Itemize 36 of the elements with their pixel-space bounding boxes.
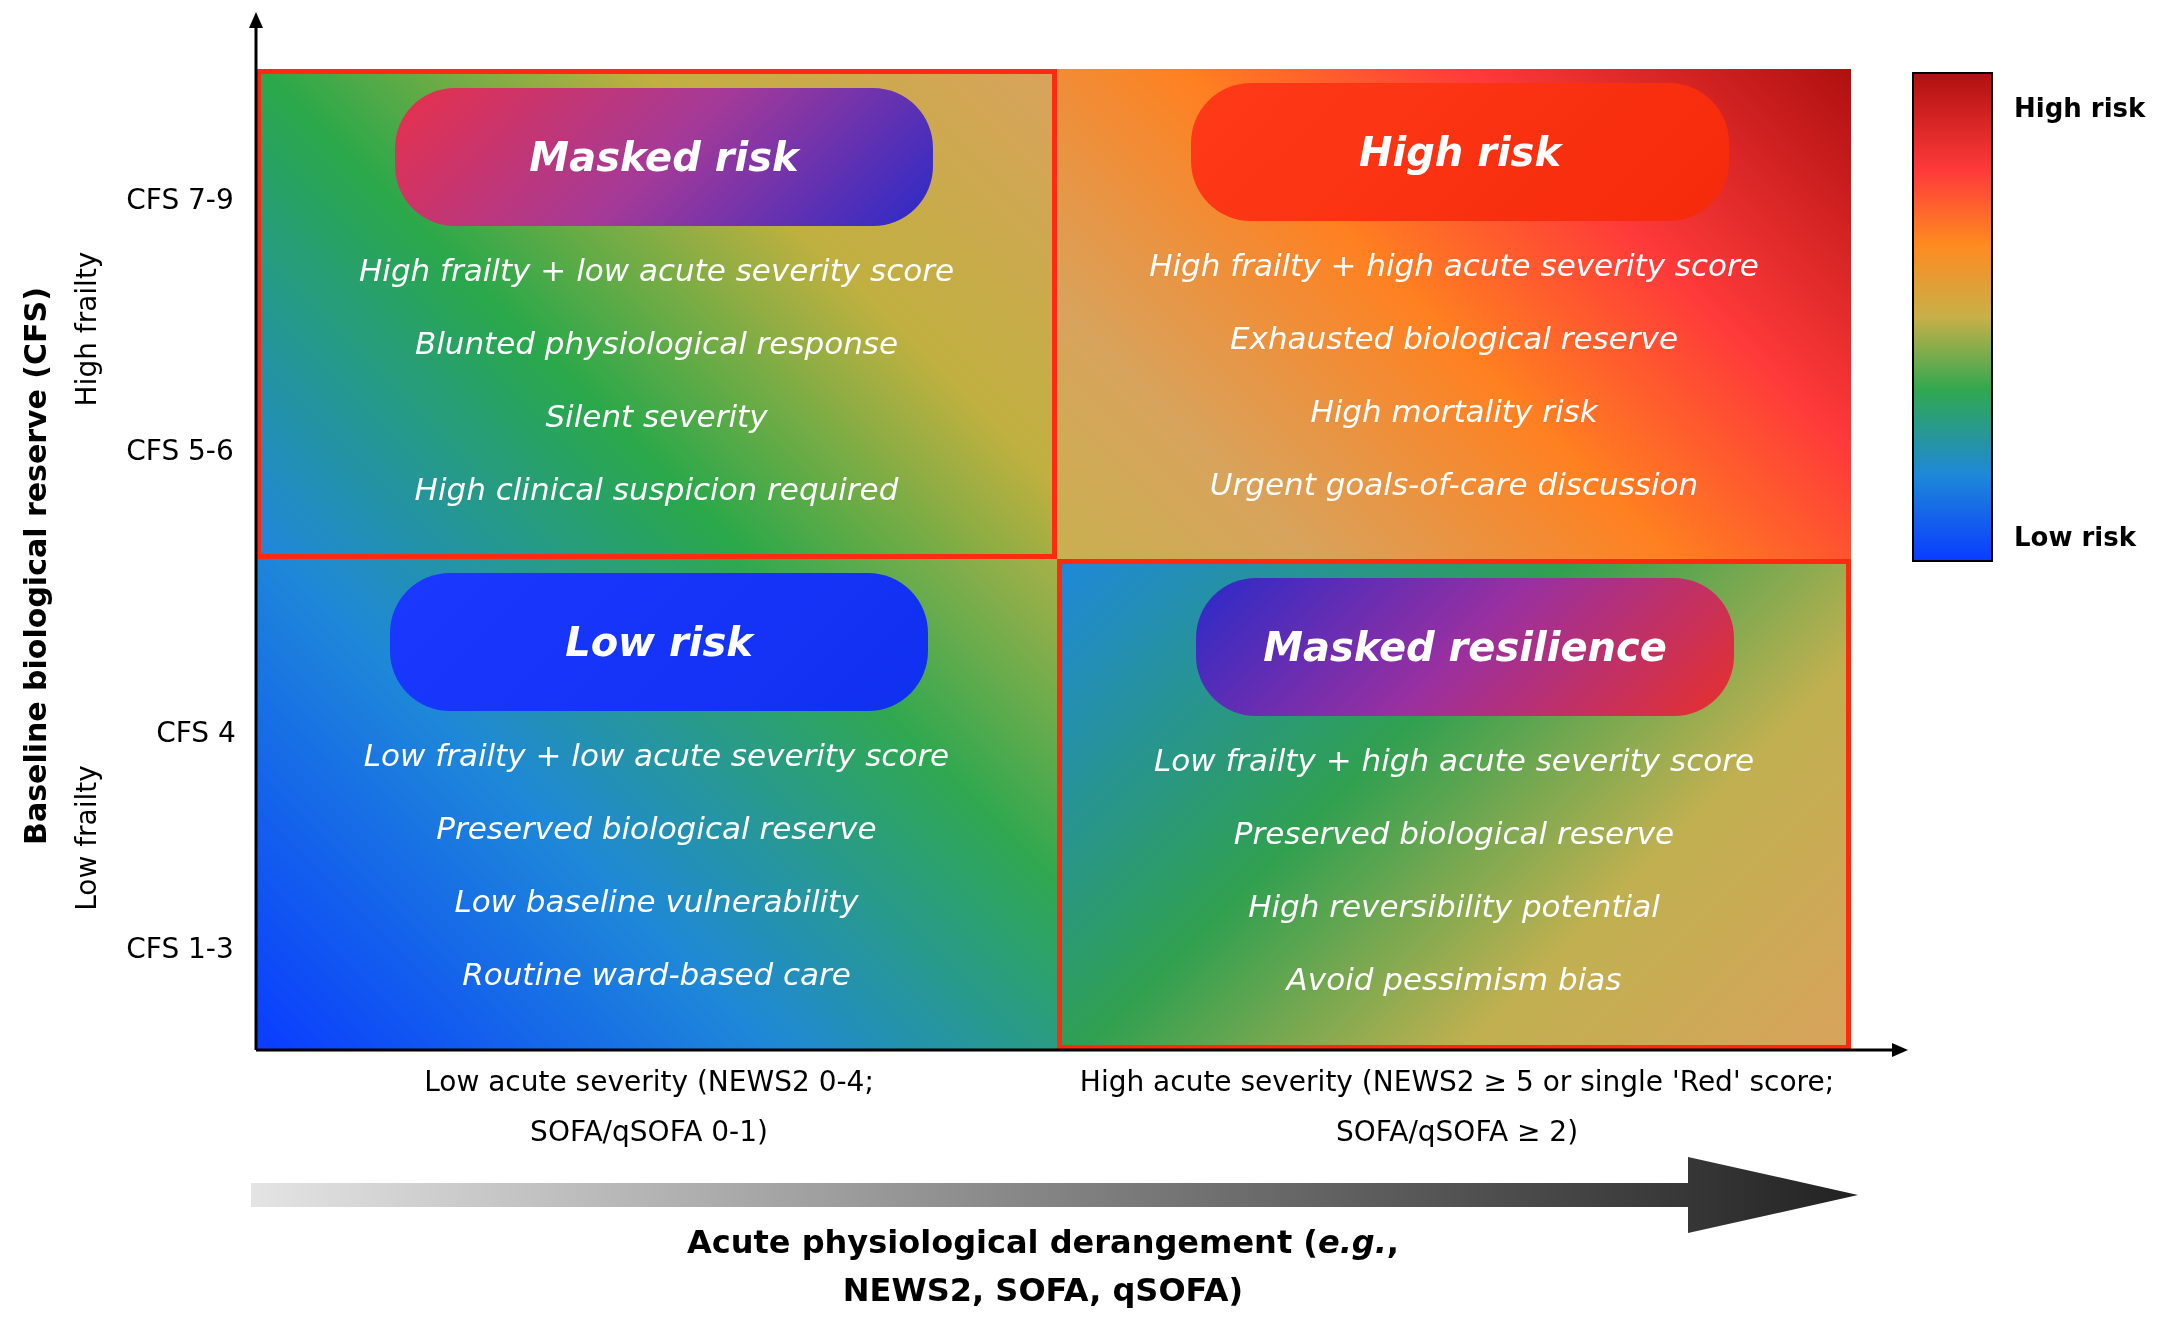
axis-category-label: Low frailty xyxy=(69,765,103,911)
description-text: Low frailty + low acute severity score xyxy=(363,736,950,775)
tick-label: CFS 5-6 xyxy=(126,433,234,467)
legend-label: High risk xyxy=(2014,93,2146,123)
category-pill: Masked risk xyxy=(395,88,933,226)
legend-label: Low risk xyxy=(2014,522,2136,552)
axis-category-label: Low acute severity (NEWS2 0-4; SOFA/qSOFA 0-1) xyxy=(423,1064,875,1150)
description-text: Silent severity xyxy=(545,397,768,436)
description-text: Preserved biological reserve xyxy=(436,809,877,848)
description-text: High mortality risk xyxy=(1310,392,1598,431)
quadrant-panel xyxy=(256,559,1057,1050)
description-text: Blunted physiological response xyxy=(414,324,899,363)
description-text: Low frailty + high acute severity score xyxy=(1153,741,1755,780)
description-text: Low baseline vulnerability xyxy=(454,882,859,921)
description-text: High reversibility potential xyxy=(1248,887,1660,926)
axis-category-label: High frailty xyxy=(69,251,103,407)
description-text: High frailty + low acute severity score xyxy=(358,251,955,290)
tick-label: CFS 7-9 xyxy=(126,182,234,216)
description-text: High frailty + high acute severity score xyxy=(1149,246,1759,285)
category-pill: Masked resilience xyxy=(1196,578,1734,716)
description-text: High clinical suspicion required xyxy=(414,470,899,509)
category-pill: Low risk xyxy=(390,573,928,711)
axis-title: Baseline biological reserve (CFS) xyxy=(17,287,53,845)
axis-title: Acute physiological derangement (e.g., NEWS2, SOFA, qSOFA) xyxy=(685,1222,1400,1311)
quadrant-panel xyxy=(1057,559,1851,1050)
description-text: Preserved biological reserve xyxy=(1233,814,1675,853)
description-text: Exhausted biological reserve xyxy=(1230,319,1678,358)
category-pill: High risk xyxy=(1191,83,1729,221)
description-text: Routine ward-based care xyxy=(462,955,851,994)
axis-category-label: High acute severity (NEWS2 ≥ 5 or single 'Red' score; SOFA/qSOFA ≥ 2) xyxy=(1078,1064,1836,1150)
tick-label: CFS 1-3 xyxy=(126,931,234,965)
description-text: Avoid pessimism bias xyxy=(1286,960,1622,999)
tick-label: CFS 4 xyxy=(156,715,236,749)
quadrant-panel xyxy=(1057,69,1851,559)
quadrant-panel xyxy=(256,69,1057,559)
description-text: Urgent goals-of-care discussion xyxy=(1209,465,1699,504)
